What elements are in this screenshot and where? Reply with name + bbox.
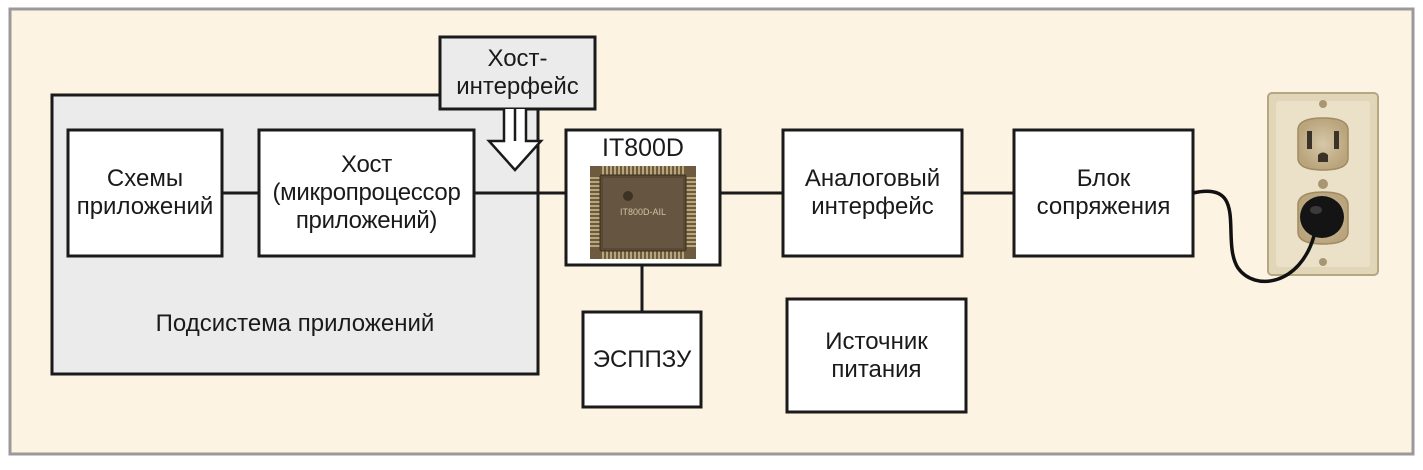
app-circuits-label: Схемы приложений — [76, 165, 214, 220]
coupling-unit-label: Блок сопряжения — [1036, 165, 1171, 220]
analog-interface-box — [781, 128, 964, 258]
chip-marking-label: IT800D-AIL — [619, 207, 667, 217]
analog-interface-label: Аналоговый интерфейс — [804, 165, 941, 220]
host-interface-label: Хост- интерфейс — [456, 45, 579, 100]
host-label: Хост (микропроцессор приложений) — [272, 151, 461, 234]
host-box — [257, 128, 476, 258]
power-outlet-icon — [1267, 92, 1379, 276]
host-interface-box — [438, 35, 597, 111]
power-supply-box — [785, 297, 968, 414]
power-supply-label: Источник питания — [825, 327, 928, 383]
power-cable — [1192, 189, 1316, 284]
eeprom-box — [581, 310, 703, 409]
subsystem-label: Подсистема приложений — [155, 310, 435, 337]
chip-icon — [590, 166, 696, 259]
app-circuits-box — [66, 128, 224, 258]
eeprom-label: ЭСППЗУ — [592, 345, 692, 373]
it800d-label: IT800D — [602, 134, 684, 162]
coupling-unit-box — [1012, 128, 1195, 258]
